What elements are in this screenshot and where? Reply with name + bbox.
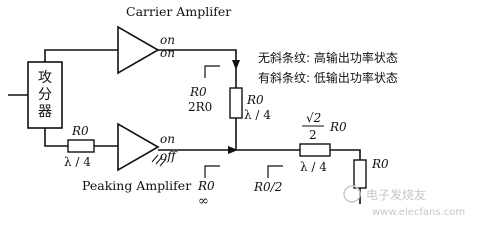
output-wire [330,149,361,160]
transformer-den: 2 [309,128,317,142]
carrier-amplifier-label: Carrier Amplifer [126,4,231,19]
transformer-r0: R0 [329,120,347,134]
carrier-load-probe [204,65,220,78]
transformer-len: λ / 4 [300,160,327,174]
junction-load-r0-half: R0/2 [253,180,282,194]
peaking-off-label: off [160,149,178,163]
carrier-on2-label: on [160,46,175,60]
peaking-load-r0: R0 [197,179,215,193]
diagram-canvas: 攻 分 器 Carrier Amplifer on on R0 λ / 4 R0… [8,4,465,218]
load-r0: R0 [371,157,389,171]
carrier-output-wire [158,49,237,88]
splitter-label-2: 分 [38,87,52,103]
carrier-amplifier-triangle [117,25,160,75]
load-resistor [353,159,367,189]
legend-no-hatch: 无斜条纹: 高输出功率状态 [258,50,398,65]
carrier-quarter-wave-line [229,87,243,119]
peaking-load-probe [204,165,220,178]
input-quarter-wave-line [67,139,95,153]
watermark-text: 电子发烧友 [366,187,426,202]
peaking-amplifier-triangle [117,122,160,172]
carrier-line-r0: R0 [246,93,264,107]
splitter-label-1: 攻 [38,70,52,86]
carrier-load-r0: R0 [189,85,207,99]
junction-load-probe [267,165,283,178]
peaking-on-label: on [160,132,175,146]
watermark-logo-icon [343,185,361,203]
peaking-amplifier-label: Peaking Amplifer [82,178,191,193]
carrier-on-label: on [160,33,175,47]
transformer-coeff: √2 [306,111,321,125]
doherty-amplifier-diagram: 攻 分 器 Carrier Amplifer on on R0 λ / 4 R0… [8,4,465,218]
carrier-input-wire [44,49,118,62]
legend-hatch: 有斜条纹: 低输出功率状态 [258,70,398,85]
peaking-input-wire [44,128,68,147]
carrier-line-len: λ / 4 [244,108,271,122]
peaking-load-inf: ∞ [198,194,209,209]
peaking-arrow [228,146,238,154]
input-line-r0: R0 [71,124,89,138]
output-quarter-wave-transformer [299,143,331,157]
splitter-label-3: 器 [38,104,52,120]
carrier-load-2r0: 2R0 [188,100,212,114]
peaking-hatch-lines [151,154,167,167]
input-line-len: λ / 4 [64,155,91,169]
watermark-url: www.elecfans.com [372,207,465,218]
carrier-arrow [232,60,240,70]
